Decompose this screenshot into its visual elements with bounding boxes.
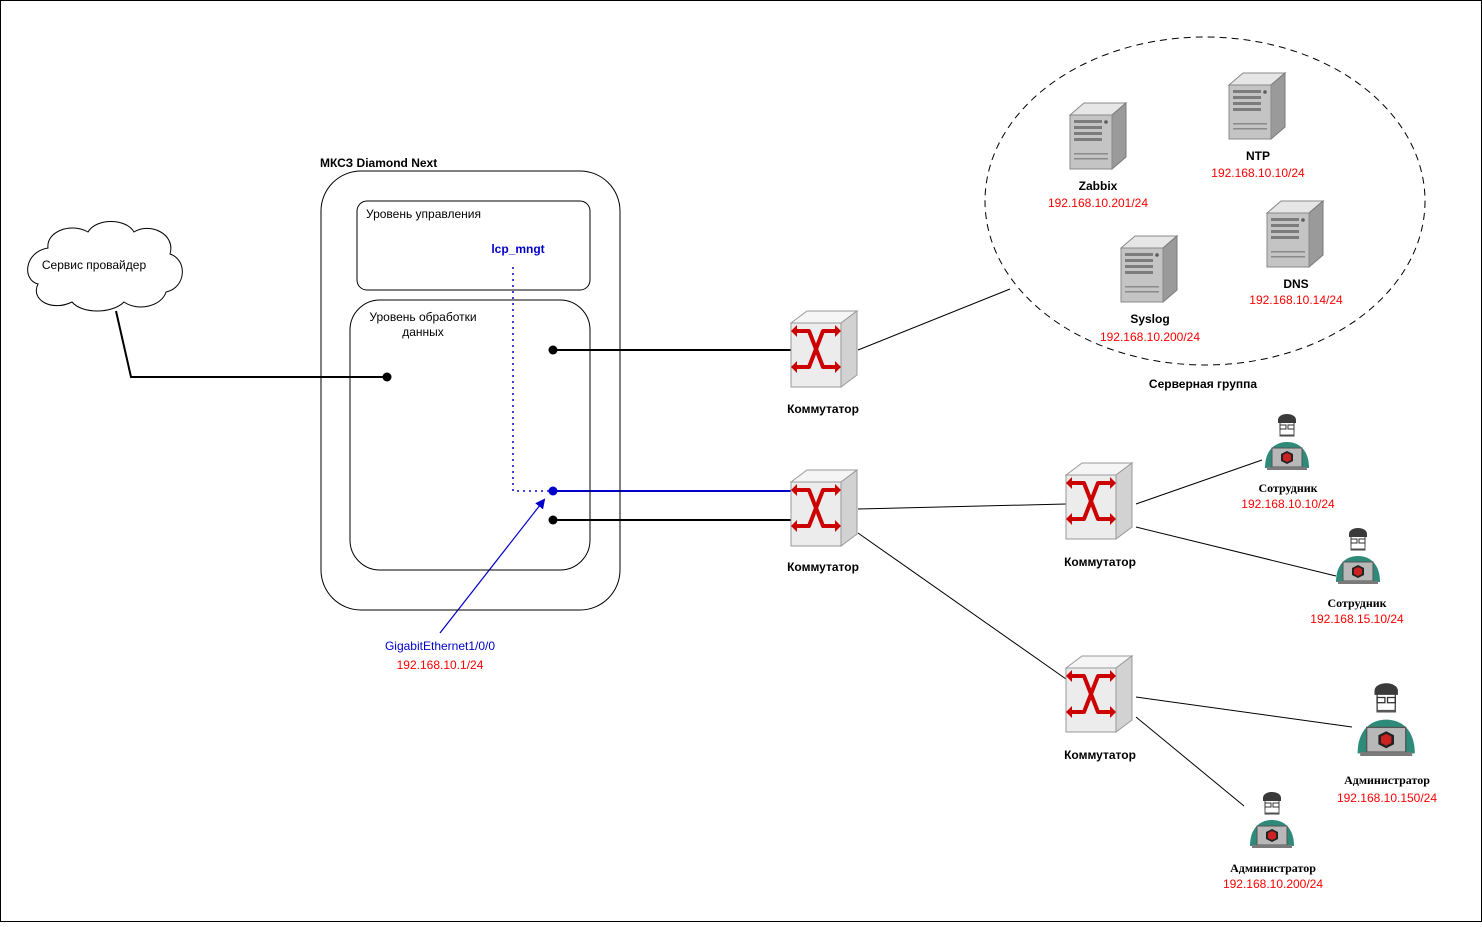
switch-label: Коммутатор	[787, 560, 859, 574]
link-switch4-user3	[1135, 696, 1353, 728]
user-role: Администратор	[1230, 861, 1316, 875]
device-title: МКСЗ Diamond Next	[320, 156, 437, 170]
server-name: NTP	[1246, 149, 1270, 163]
port-provider[interactable]	[382, 372, 392, 382]
switch-label: Коммутатор	[1064, 555, 1136, 569]
link-switch3-user1	[1135, 459, 1263, 505]
user-ip: 192.168.15.10/24	[1310, 612, 1404, 626]
server-ip: 192.168.10.10/24	[1211, 166, 1305, 180]
user-laptop-icon	[1249, 791, 1295, 849]
data-level-label-line2: данных	[402, 325, 444, 339]
interface-arrow	[439, 498, 546, 634]
mgmt-interface-label: lcp_mngt	[491, 242, 544, 256]
cloud-icon	[27, 221, 183, 312]
link-switch1-servers	[857, 288, 1011, 351]
mgmt-level-label: Уровень управления	[366, 207, 481, 221]
server-name: Zabbix	[1079, 179, 1118, 193]
provider-cloud[interactable]: Сервис провайдер	[27, 221, 183, 312]
mgmt-level-box[interactable]	[356, 200, 591, 291]
data-level-box[interactable]	[349, 299, 591, 571]
device-frame[interactable]	[320, 170, 621, 611]
user-ip: 192.168.10.10/24	[1241, 497, 1335, 511]
port-switch-2[interactable]	[548, 515, 558, 525]
user-laptop-icon	[1356, 682, 1416, 757]
server-syslog[interactable]: Syslog 192.168.10.200/24	[1100, 235, 1200, 344]
switch-icon	[789, 468, 859, 548]
switch-2[interactable]: Коммутатор	[787, 468, 859, 574]
server-ip: 192.168.10.200/24	[1100, 330, 1200, 344]
switch-icon	[789, 309, 859, 389]
server-icon	[1120, 235, 1178, 303]
user-employee-1[interactable]: Сотрудник 192.168.10.10/24	[1241, 413, 1335, 511]
server-group-label: Серверная группа	[1149, 377, 1257, 391]
server-name: Syslog	[1130, 312, 1169, 326]
user-ip: 192.168.10.200/24	[1223, 877, 1323, 891]
server-icon	[1266, 200, 1324, 268]
switch-1[interactable]: Коммутатор	[787, 309, 859, 416]
server-ip: 192.168.10.14/24	[1249, 293, 1343, 307]
user-role: Администратор	[1344, 773, 1430, 787]
data-level-label-line1: Уровень обработки	[369, 310, 476, 324]
user-role: Сотрудник	[1327, 596, 1386, 610]
user-laptop-icon	[1264, 413, 1310, 471]
server-name: DNS	[1283, 277, 1308, 291]
switch-4[interactable]: Коммутатор	[1064, 654, 1136, 762]
server-group-boundary[interactable]	[984, 36, 1426, 366]
server-icon	[1069, 102, 1127, 170]
interface-name-label: GigabitEthernet1/0/0	[385, 639, 495, 653]
port-mgmt[interactable]	[548, 486, 558, 496]
interface-ip-label: 192.168.10.1/24	[397, 658, 484, 672]
user-laptop-icon	[1335, 527, 1381, 585]
server-dns[interactable]: DNS 192.168.10.14/24	[1249, 200, 1343, 307]
server-icon	[1228, 72, 1286, 140]
server-ip: 192.168.10.201/24	[1048, 196, 1148, 210]
user-admin-2[interactable]: Администратор 192.168.10.200/24	[1223, 791, 1323, 891]
link-switch4-user4	[1135, 716, 1245, 807]
link-switch3-user2	[1135, 526, 1337, 577]
server-zabbix[interactable]: Zabbix 192.168.10.201/24	[1048, 102, 1148, 210]
link-switch2-switch3	[857, 503, 1067, 510]
port-switch-1[interactable]	[548, 345, 558, 355]
user-admin-1[interactable]: Администратор 192.168.10.150/24	[1337, 682, 1437, 805]
link-switch2-switch4	[857, 532, 1067, 680]
switch-label: Коммутатор	[787, 402, 859, 416]
user-employee-2[interactable]: Сотрудник 192.168.15.10/24	[1310, 527, 1404, 626]
switch-icon	[1064, 654, 1134, 734]
mgmt-dotted-link	[512, 267, 553, 492]
server-ntp[interactable]: NTP 192.168.10.10/24	[1211, 72, 1305, 180]
provider-link	[115, 310, 387, 378]
user-ip: 192.168.10.150/24	[1337, 791, 1437, 805]
switch-label: Коммутатор	[1064, 748, 1136, 762]
switch-3[interactable]: Коммутатор	[1064, 461, 1136, 569]
user-role: Сотрудник	[1258, 481, 1317, 495]
provider-label: Сервис провайдер	[42, 258, 147, 272]
switch-icon	[1064, 461, 1134, 541]
